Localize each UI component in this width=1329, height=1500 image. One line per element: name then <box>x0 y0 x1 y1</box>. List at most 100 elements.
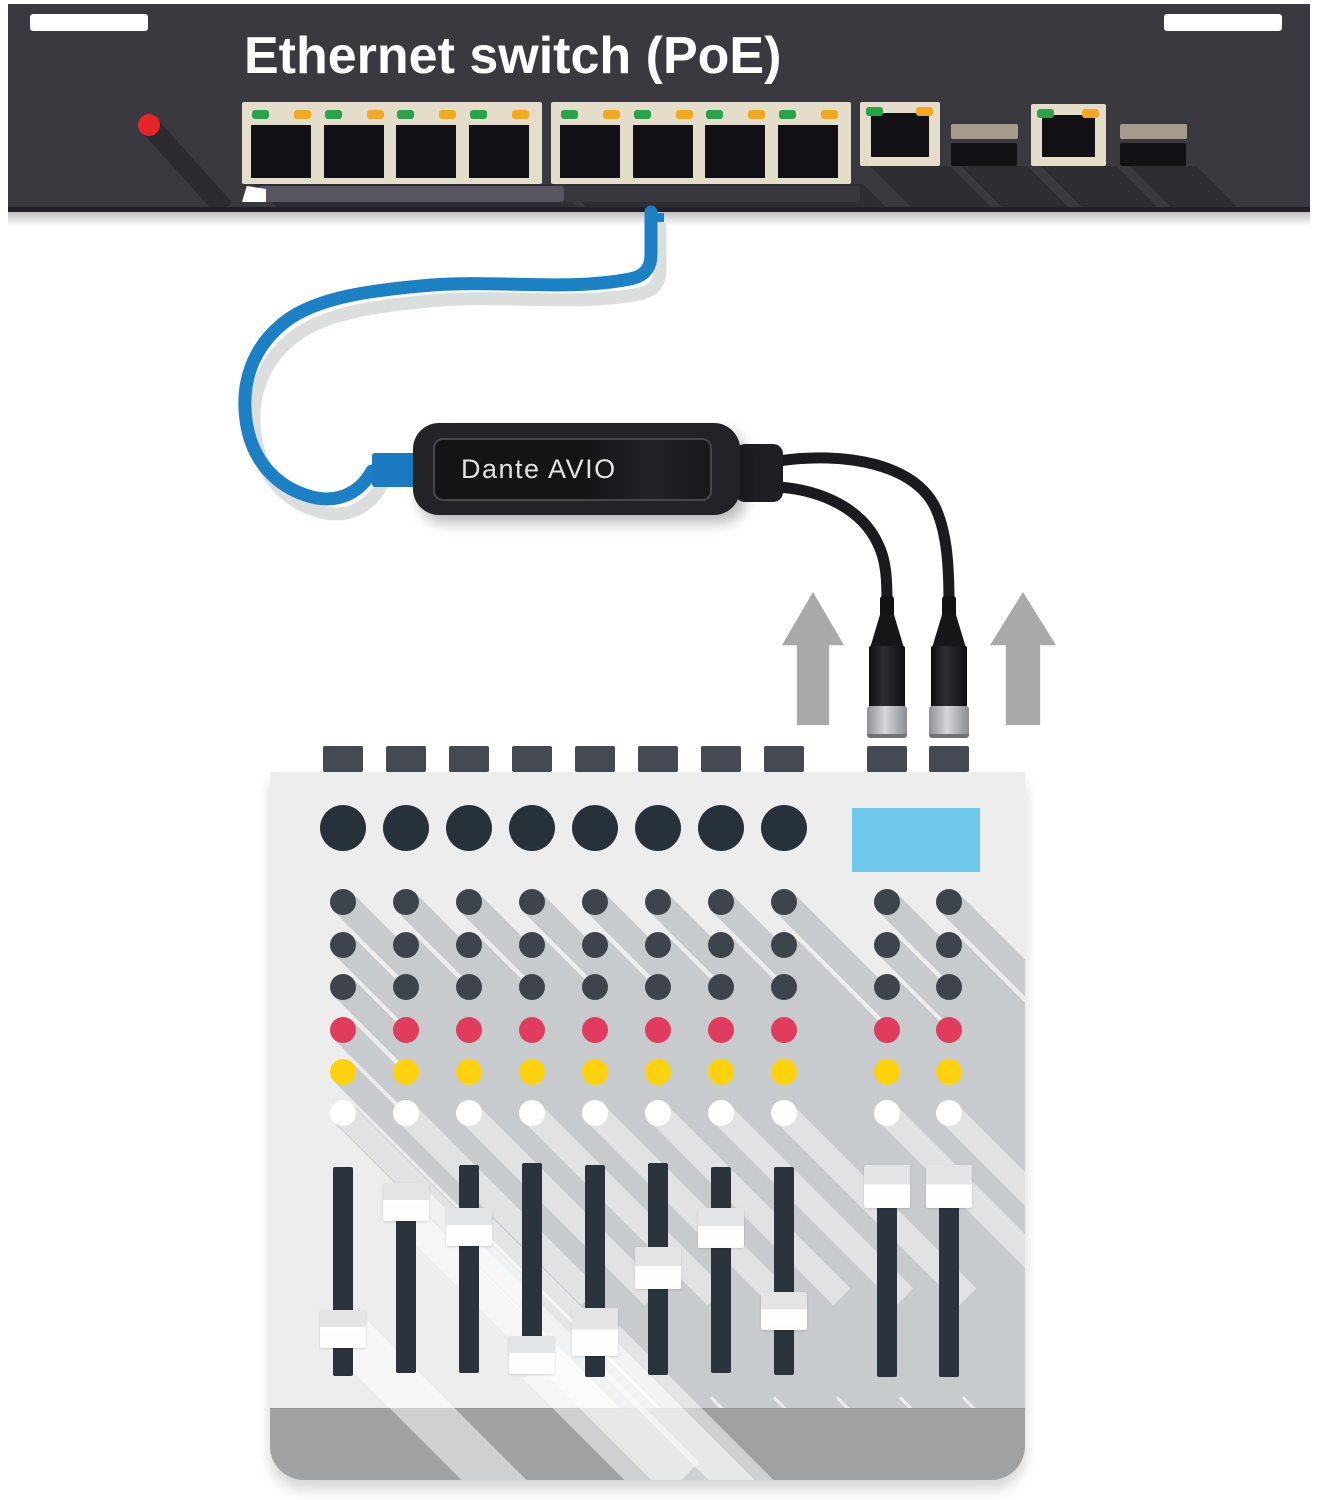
mixer-dot-yellow <box>330 1059 356 1085</box>
mixer-dot-dark <box>708 974 734 1000</box>
rj45-port <box>396 125 456 178</box>
port-led-green <box>561 110 578 119</box>
fader-handle <box>446 1208 492 1246</box>
up-arrow-icon <box>782 592 844 725</box>
mixer-dot-white <box>519 1100 545 1126</box>
ethernet-switch-panel: Ethernet switch (PoE) <box>8 4 1310 212</box>
fader-handle <box>572 1308 618 1356</box>
port-led-green <box>778 110 796 119</box>
mixer-dot-white <box>645 1100 671 1126</box>
port-led-green <box>324 110 342 119</box>
mixer-screen <box>852 808 980 872</box>
mixer-tab <box>449 746 489 772</box>
port-led-orange <box>1082 109 1099 118</box>
xlr-connector-left <box>869 646 905 708</box>
fader-track <box>459 1165 479 1373</box>
mixer-dot-white <box>936 1100 962 1126</box>
xlr-connector-right-neck <box>942 596 956 618</box>
mixer-knob <box>761 805 807 851</box>
mixer-dot-red <box>582 1017 608 1043</box>
mixer-dot-red <box>771 1017 797 1043</box>
mixer-dot-dark <box>874 932 900 958</box>
rj45-port <box>560 125 620 178</box>
sfp-slot-tab <box>1120 124 1187 139</box>
mixer-body <box>270 772 1025 1480</box>
xlr-connector-left-ring <box>867 706 907 738</box>
mixer-dot-dark <box>708 932 734 958</box>
fader-track <box>774 1167 794 1375</box>
mixer-tab <box>512 746 552 772</box>
mixer-dot-dark <box>456 932 482 958</box>
mixer-dot-yellow <box>708 1059 734 1085</box>
fader-handle <box>383 1183 429 1221</box>
port-led-green <box>866 107 883 116</box>
adapter-label: Dante AVIO <box>461 454 617 484</box>
port-led-green <box>469 110 487 119</box>
mixer-dot-dark <box>936 932 962 958</box>
mixer-tab <box>764 746 804 772</box>
rj45-port <box>777 125 838 178</box>
slot-bar <box>258 186 564 202</box>
port-led-orange <box>820 110 838 119</box>
fader-track <box>877 1192 897 1377</box>
mixer-dot-white <box>874 1100 900 1126</box>
mixer-dot-dark <box>393 974 419 1000</box>
mixer-dot-red <box>874 1017 900 1043</box>
mixer-dot-dark <box>771 889 797 915</box>
adapter-strain-relief <box>735 444 783 502</box>
mixer-dot-white <box>771 1100 797 1126</box>
mixer-knob <box>320 805 366 851</box>
port-led-green <box>706 110 723 119</box>
port-led-green <box>252 110 269 119</box>
rack-ear-left <box>30 14 148 31</box>
mixer-dot-dark <box>936 889 962 915</box>
mixer-dot-red <box>456 1017 482 1043</box>
switch-title: Ethernet switch (PoE) <box>244 27 782 85</box>
mixer-dot-dark <box>393 889 419 915</box>
mixer-knob <box>572 805 618 851</box>
port-led-green <box>633 110 651 119</box>
slot-bar <box>564 186 860 202</box>
mixer-dot-dark <box>330 932 356 958</box>
rj45-plug <box>372 453 416 487</box>
mixer-dot-dark <box>519 974 545 1000</box>
mixer-tab <box>323 746 363 772</box>
mixer-dot-yellow <box>519 1059 545 1085</box>
mixer-knob <box>509 805 555 851</box>
mixer-dot-dark <box>330 974 356 1000</box>
fader-handle <box>761 1292 807 1330</box>
mixer-knob <box>698 805 744 851</box>
mixer-dot-dark <box>645 974 671 1000</box>
mixer-knob <box>383 805 429 851</box>
mixer-dot-dark <box>456 889 482 915</box>
mixer-knob <box>635 805 681 851</box>
mixer-dot-red <box>330 1017 356 1043</box>
switch-drop-shadow <box>8 212 1310 226</box>
mixer-tab <box>575 746 615 772</box>
xlr-connector-right-ring <box>929 706 969 738</box>
port-led-orange <box>675 110 693 119</box>
mixer-dot-yellow <box>456 1059 482 1085</box>
adapter-label-panel: Dante AVIO <box>433 438 712 501</box>
sfp-slot-tab <box>951 124 1018 139</box>
mixer-tab <box>929 746 969 772</box>
mixer-dot-yellow <box>393 1059 419 1085</box>
mixer-dot-yellow <box>771 1059 797 1085</box>
mixer-dot-red <box>519 1017 545 1043</box>
fader-handle <box>698 1208 744 1248</box>
fader-handle <box>509 1336 555 1374</box>
fader-track <box>396 1185 416 1373</box>
mixer-dot-yellow <box>936 1059 962 1085</box>
mixer-tab <box>638 746 678 772</box>
port-led-green <box>397 110 414 119</box>
mixer-dot-dark <box>519 932 545 958</box>
mixer-dot-dark <box>456 974 482 1000</box>
mixer-dot-dark <box>582 889 608 915</box>
rj45-port <box>323 125 384 178</box>
up-arrow-icon <box>990 592 1056 725</box>
mixer-dot-yellow <box>645 1059 671 1085</box>
mixer-dot-dark <box>645 932 671 958</box>
fader-handle <box>926 1165 972 1208</box>
port-led-orange <box>603 110 620 119</box>
mixer-dot-red <box>708 1017 734 1043</box>
